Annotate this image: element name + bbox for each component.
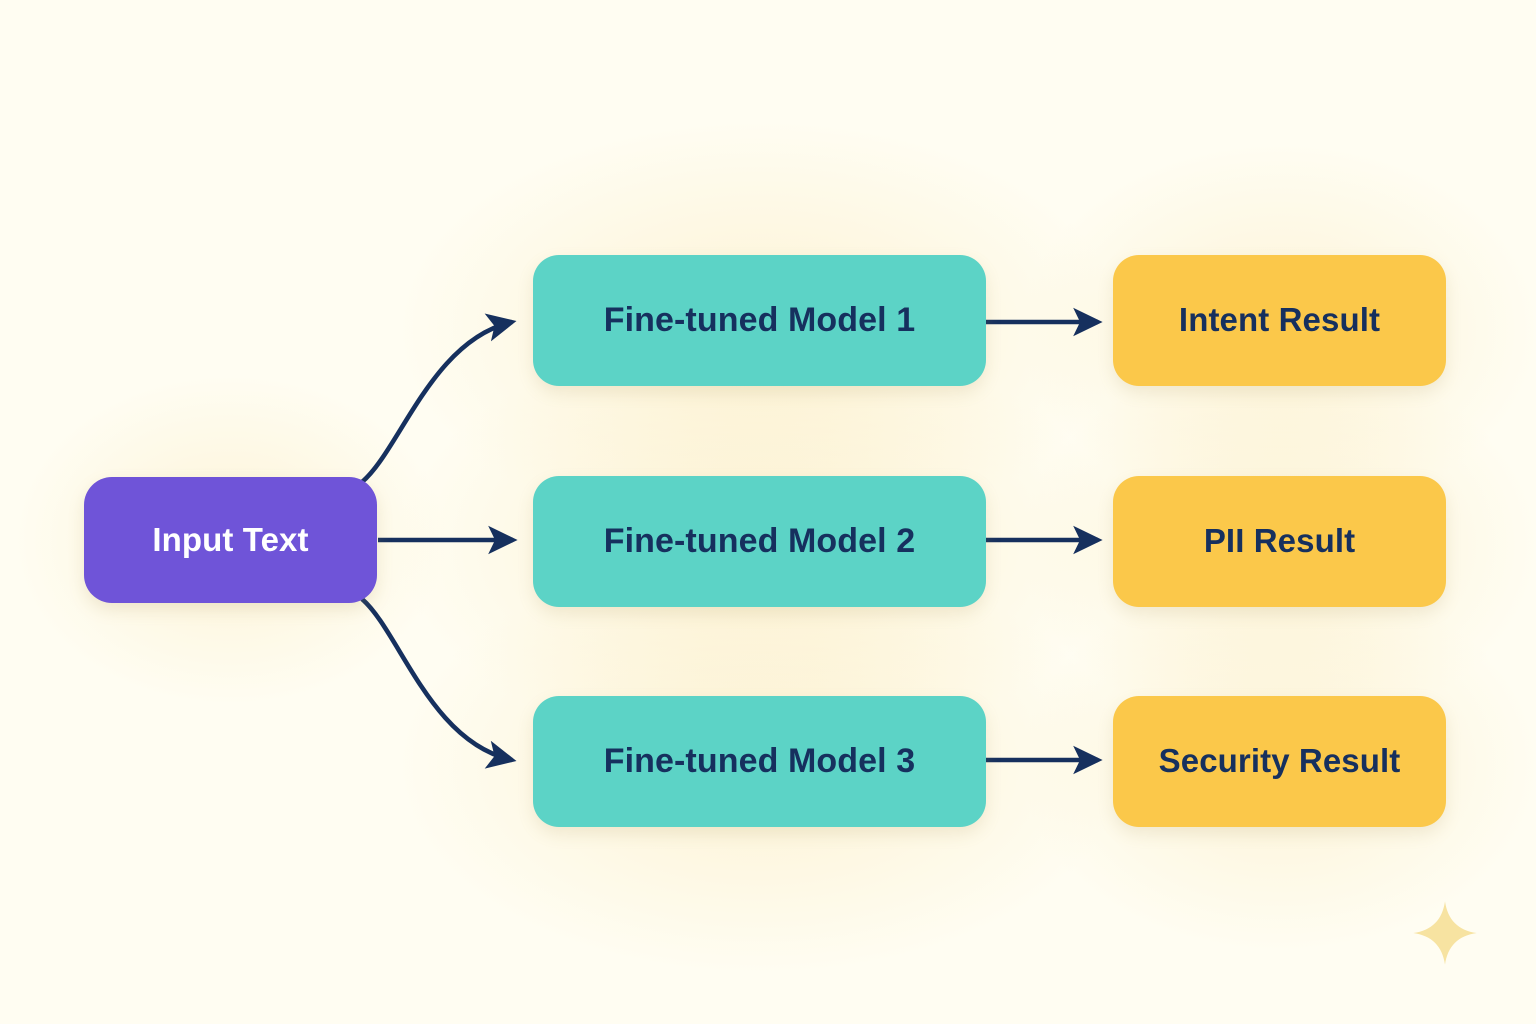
node-pii-result[interactable]: PII Result [1113,476,1446,607]
node-intent-result[interactable]: Intent Result [1113,255,1446,386]
node-security-result-label: Security Result [1158,742,1401,780]
edge-input-to-model-1 [360,313,517,484]
node-security-result[interactable]: Security Result [1113,696,1446,827]
node-fine-tuned-model-1-label: Fine-tuned Model 1 [603,300,916,339]
node-fine-tuned-model-1[interactable]: Fine-tuned Model 1 [533,255,986,386]
node-fine-tuned-model-3-label: Fine-tuned Model 3 [603,741,916,780]
node-intent-result-label: Intent Result [1178,301,1381,339]
node-fine-tuned-model-2-label: Fine-tuned Model 2 [603,521,916,560]
edge-input-to-model-3 [360,597,517,769]
node-input-text[interactable]: Input Text [84,477,377,603]
node-input-text-label: Input Text [152,520,309,558]
sparkle-icon [1413,901,1477,965]
node-fine-tuned-model-3[interactable]: Fine-tuned Model 3 [533,696,986,827]
node-fine-tuned-model-2[interactable]: Fine-tuned Model 2 [533,476,986,607]
node-pii-result-label: PII Result [1203,522,1356,560]
